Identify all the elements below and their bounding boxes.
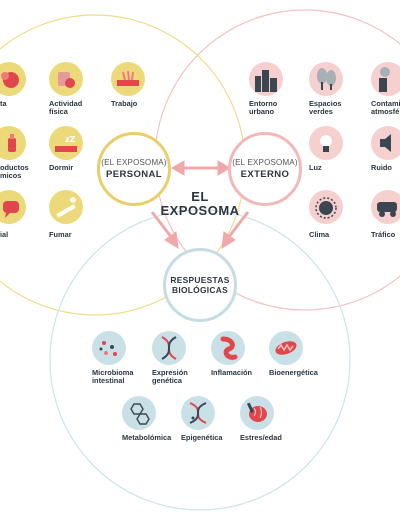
respuestas-label: RESPUESTAS BIOLÓGICAS (170, 275, 230, 295)
pollution-icon (371, 62, 400, 96)
externo-center-circle: (EL EXPOSOMA) EXTERNO (228, 132, 302, 206)
personal-big-label: PERSONAL (106, 169, 162, 180)
products-icon (0, 126, 26, 160)
bio-item-label: Microbioma intestinal (92, 368, 134, 386)
bio-item-label: Estres/edad (240, 433, 282, 442)
urban-icon (249, 62, 283, 96)
externo-item-label: Ruido (371, 163, 392, 172)
bio-item-label: Epigenética (181, 433, 223, 442)
externo-small-label: (EL EXPOSOMA) (232, 158, 298, 167)
light-icon (309, 126, 343, 160)
externo-item-label: Entorno urbano (249, 99, 278, 117)
personal-center-circle: (EL EXPOSOMA) PERSONAL (97, 132, 171, 206)
dna-expression-icon (152, 331, 186, 365)
mitochondria-icon (269, 331, 303, 365)
bio-item-label: Bioenergética (269, 368, 318, 377)
epigenetics-icon (181, 396, 215, 430)
social-icon (0, 190, 26, 224)
respuestas-center-circle: RESPUESTAS BIOLÓGICAS (163, 248, 237, 322)
personal-item-label: Trabajo (111, 99, 138, 108)
externo-item-label: Contami atmosfé (371, 99, 400, 117)
personal-item-label: ta (0, 99, 7, 108)
smoking-icon (49, 190, 83, 224)
diagram-title: EL EXPOSOMA (160, 189, 240, 218)
externo-item-label: Espacios verdes (309, 99, 342, 117)
externo-big-label: EXTERNO (240, 169, 290, 180)
personal-item-label: Actividad física (49, 99, 83, 117)
microbiome-icon (92, 331, 126, 365)
arrow-externo-to-bio (221, 211, 250, 249)
bio-item-label: Expresión genética (152, 368, 188, 386)
externo-item-label: Luz (309, 163, 322, 172)
inflammation-icon (211, 331, 245, 365)
personal-item-label: oductos micos (0, 163, 29, 181)
bio-item-label: Inflamación (211, 368, 253, 377)
personal-item-label: ial (0, 230, 9, 239)
trees-icon (309, 62, 343, 96)
bio-ring (49, 209, 351, 511)
personal-item-label: Dormir (49, 163, 74, 172)
double-arrow (171, 160, 231, 176)
personal-small-label: (EL EXPOSOMA) (101, 158, 167, 167)
svg-text:zZ: zZ (65, 135, 76, 144)
externo-item-label: Clima (309, 230, 330, 239)
bio-item-label: Metabolómica (122, 433, 172, 442)
activity-icon (49, 62, 83, 96)
externo-item-label: Tráfico (371, 230, 396, 239)
arrow-personal-to-bio (150, 211, 179, 249)
brain-icon (240, 396, 274, 430)
climate-icon (309, 190, 343, 224)
food-icon (0, 62, 26, 96)
metabolomics-icon (122, 396, 156, 430)
noise-icon (371, 126, 400, 160)
traffic-icon (371, 190, 400, 224)
work-icon (111, 62, 145, 96)
personal-item-label: Fumar (49, 230, 72, 239)
sleep-icon: zZ (49, 126, 83, 160)
